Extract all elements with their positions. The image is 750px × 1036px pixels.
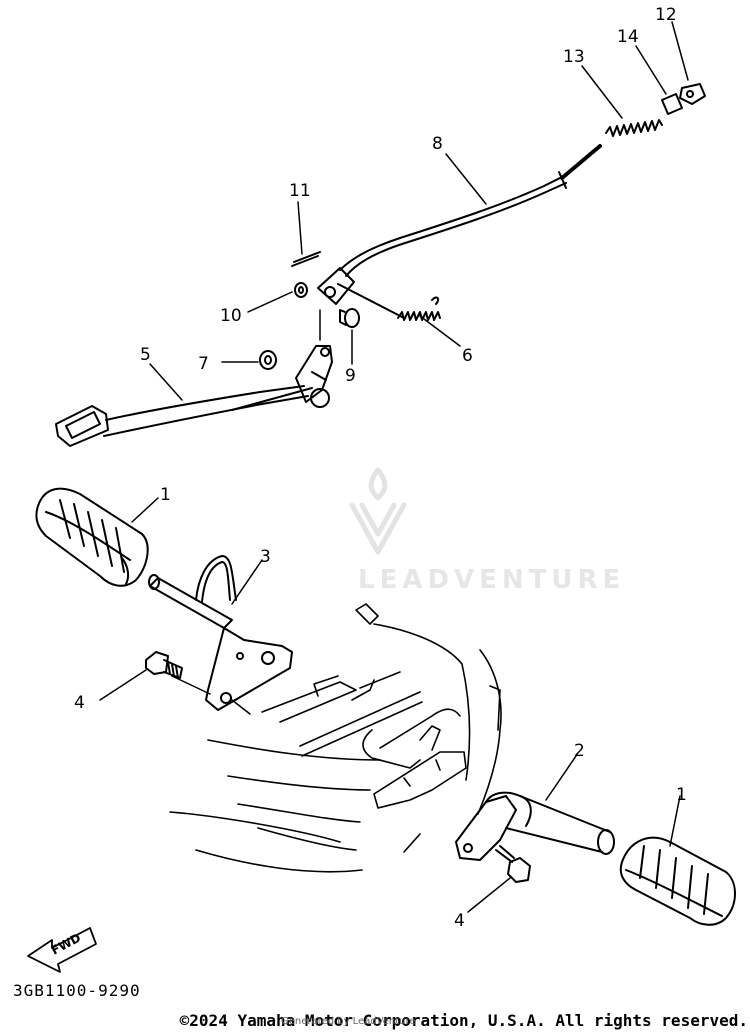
watermark-overlay-text: Generated by LeadVenture bbox=[281, 1016, 416, 1027]
part-4-bolt-right bbox=[495, 845, 531, 883]
part-14-joint bbox=[661, 93, 683, 115]
part-11-cotter-pin bbox=[291, 251, 321, 267]
callout-10: 10 bbox=[220, 306, 242, 326]
callout-8: 8 bbox=[432, 134, 443, 154]
part-7-washer bbox=[259, 350, 277, 370]
frame-outline bbox=[169, 603, 502, 873]
part-5-brake-pedal bbox=[55, 345, 333, 447]
part-1-footrest-rubber-left bbox=[35, 487, 149, 587]
callout-1-right: 1 bbox=[676, 785, 687, 805]
part-3-footrest-bracket-left bbox=[148, 555, 293, 711]
fwd-arrow-icon bbox=[27, 927, 97, 973]
callout-1-left: 1 bbox=[160, 485, 171, 505]
callout-6: 6 bbox=[462, 346, 473, 366]
diagram-part-code: 3GB1100-9290 bbox=[13, 981, 141, 1000]
callout-14: 14 bbox=[617, 27, 639, 47]
callout-4-left: 4 bbox=[74, 693, 85, 713]
rod-joint bbox=[317, 267, 355, 305]
callout-7: 7 bbox=[198, 354, 209, 374]
callout-12: 12 bbox=[655, 5, 677, 25]
part-10-washer bbox=[294, 282, 308, 298]
callout-13: 13 bbox=[563, 47, 585, 67]
callout-2: 2 bbox=[574, 741, 585, 761]
part-2-footrest-bracket-right bbox=[455, 791, 615, 861]
part-8-brake-rod bbox=[339, 144, 602, 277]
leader-lines bbox=[99, 21, 689, 913]
part-13-spring bbox=[605, 119, 663, 137]
callout-5: 5 bbox=[140, 345, 151, 365]
part-9-pin bbox=[339, 308, 360, 328]
part-6-return-spring bbox=[337, 283, 441, 321]
part-1-footrest-rubber-right bbox=[619, 836, 736, 926]
callout-3: 3 bbox=[260, 547, 271, 567]
watermark-logo-icon bbox=[349, 467, 407, 555]
watermark-text: LEADVENTURE bbox=[358, 565, 625, 595]
callout-11: 11 bbox=[289, 181, 311, 201]
part-4-bolt-left bbox=[145, 651, 183, 679]
part-12-adjuster-nut bbox=[679, 83, 706, 105]
callout-9: 9 bbox=[345, 366, 356, 386]
copyright-notice: ©2024 Yamaha Motor Corporation, U.S.A. A… bbox=[179, 1011, 748, 1030]
callout-4-right: 4 bbox=[454, 911, 465, 931]
